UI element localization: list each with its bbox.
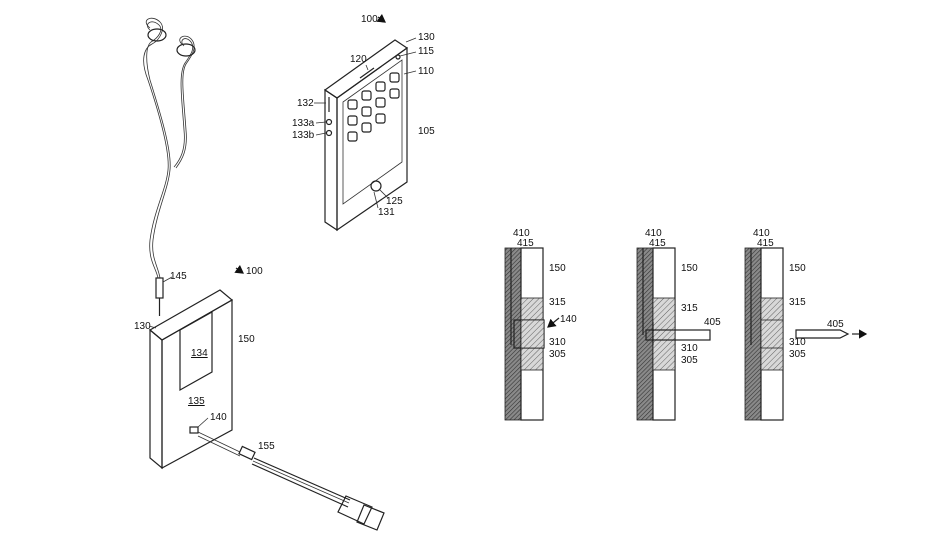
label-phone-100: 100 [361,14,378,25]
sec-c-150: 150 [789,263,806,274]
sec-c-410: 410 [753,228,770,239]
sec-a-410: 410 [513,228,530,239]
cross-section-a [504,247,545,421]
label-134: 134 [191,348,208,359]
label-135: 135 [188,396,205,407]
case-drawing [148,289,234,470]
label-case-140: 140 [210,412,227,423]
label-case-150: 150 [238,334,255,345]
label-case-100: 100 [246,266,263,277]
cross-section-b [636,247,711,421]
sec-c-315: 315 [789,297,806,308]
label-phone-133b: 133b [292,130,315,141]
sec-b-405: 405 [704,317,721,328]
sec-b-150: 150 [681,263,698,274]
label-155: 155 [258,441,275,452]
label-145: 145 [170,271,187,282]
label-phone-125: 125 [386,196,403,207]
sec-c-310: 310 [789,337,806,348]
sec-a-415: 415 [517,238,534,249]
sec-a-315: 315 [549,297,566,308]
sec-a-140: 140 [560,314,577,325]
label-phone-120: 120 [350,54,367,65]
sec-a-310: 310 [549,337,566,348]
phone-drawing [323,39,409,232]
sec-b-410: 410 [645,228,662,239]
sec-a-305: 305 [549,349,566,360]
sec-c-405: 405 [827,319,844,330]
usb-cable-drawing [197,431,385,531]
label-case-130: 130 [134,321,151,332]
sec-b-310: 310 [681,343,698,354]
sec-b-305: 305 [681,355,698,366]
app-icon-grid [347,72,400,142]
sec-b-415: 415 [649,238,666,249]
label-phone-132: 132 [297,98,314,109]
label-phone-115: 115 [418,46,434,57]
label-phone-133a: 133a [292,118,315,129]
earphone-drawing [143,17,196,316]
sec-c-415: 415 [757,238,774,249]
sec-c-305: 305 [789,349,806,360]
label-phone-105: 105 [418,126,435,137]
label-phone-110: 110 [418,66,434,77]
label-phone-131: 131 [378,207,395,218]
sec-b-315: 315 [681,303,698,314]
sec-a-150: 150 [549,263,566,274]
cross-section-c [744,247,850,421]
label-phone-130: 130 [418,32,435,43]
